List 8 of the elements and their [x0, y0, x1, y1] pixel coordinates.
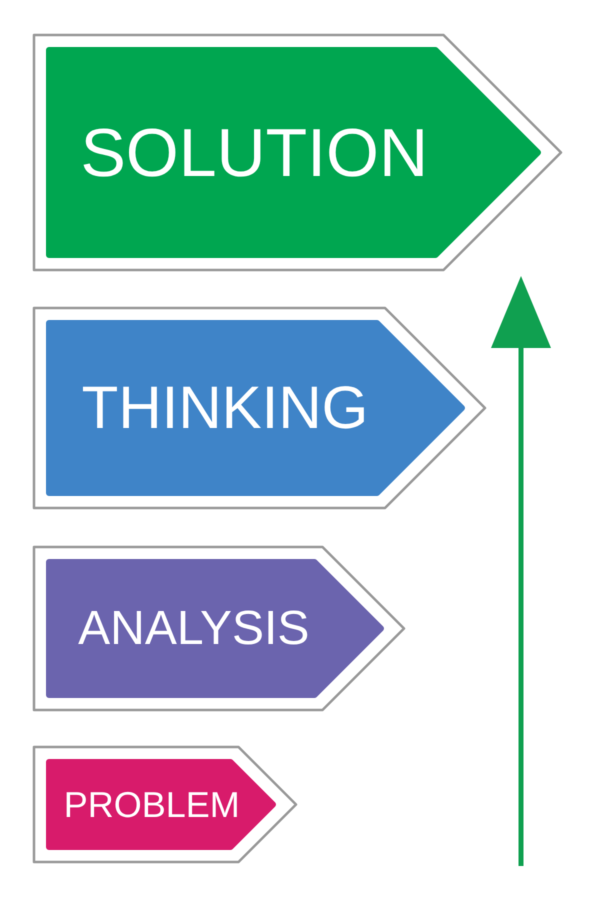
- arrow-sign: [32, 745, 298, 864]
- arrow-sign: [32, 545, 406, 712]
- arrow-sign: [32, 33, 563, 272]
- sign-label: SOLUTION: [80, 118, 428, 186]
- sign-label: THINKING: [82, 378, 368, 438]
- arrow-sign: [32, 306, 487, 510]
- sign-label: ANALYSIS: [78, 604, 310, 652]
- sign-label: PROBLEM: [64, 786, 240, 822]
